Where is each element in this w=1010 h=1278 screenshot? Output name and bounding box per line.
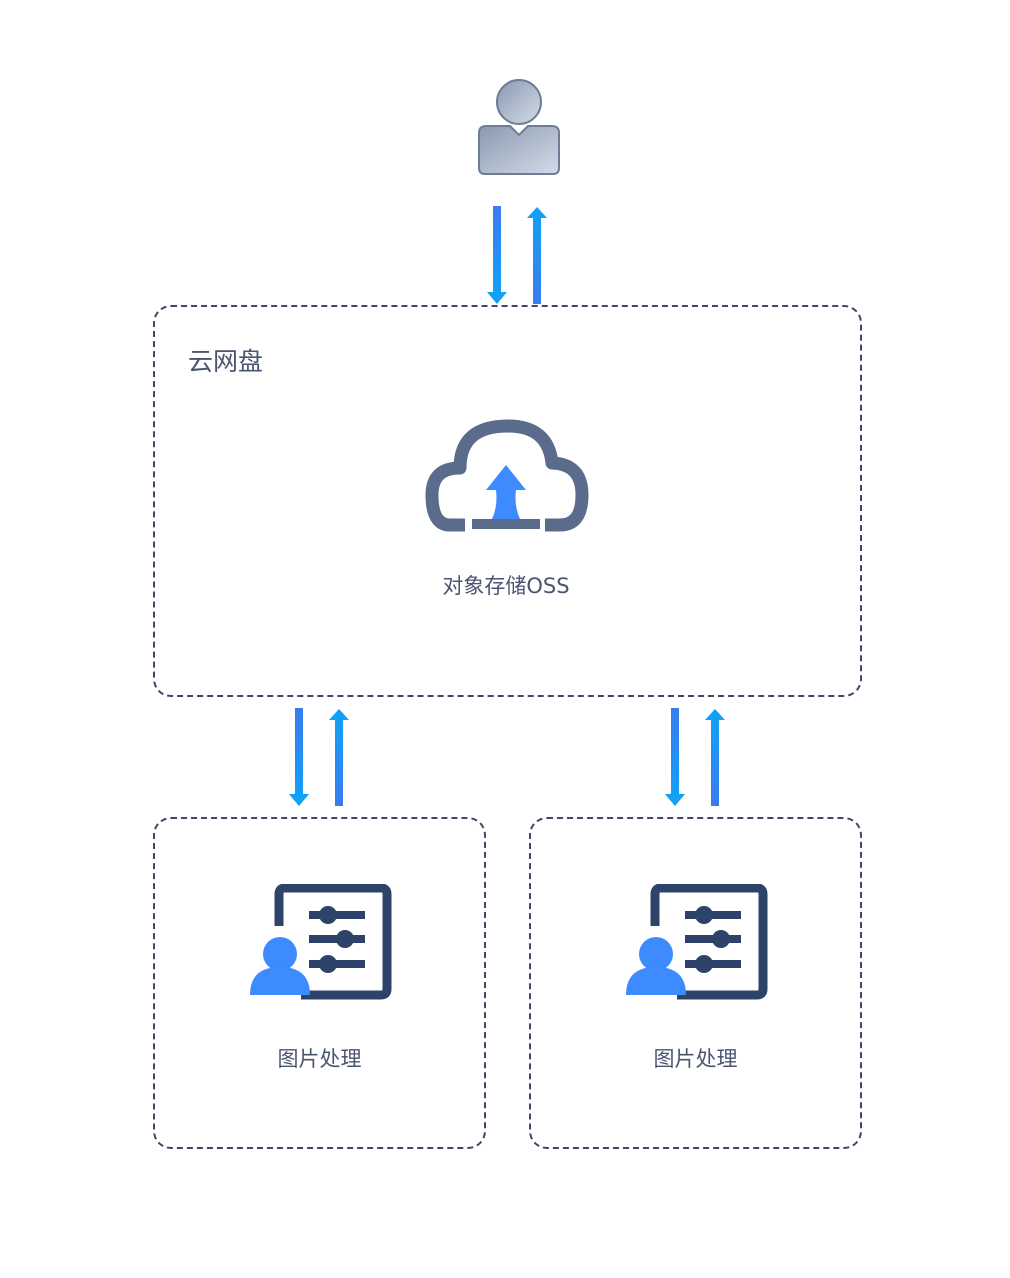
image-processing-icon	[250, 884, 392, 1000]
arrow-up-right-to-disk	[705, 709, 725, 806]
image-processing-icon	[626, 884, 768, 1000]
arrow-down-disk-to-left	[289, 708, 309, 806]
image-processing-box-left	[153, 817, 486, 1149]
oss-label: 对象存储OSS	[442, 574, 570, 598]
image-processing-label-left: 图片处理	[277, 1047, 362, 1071]
user-icon	[478, 79, 560, 175]
arrow-up-left-to-disk	[329, 709, 349, 806]
arrow-up-disk-to-user	[527, 207, 547, 304]
image-processing-box-right	[529, 817, 862, 1149]
cloud-upload-icon	[425, 419, 589, 532]
cloud-disk-title: 云网盘	[188, 347, 264, 376]
image-processing-label-right: 图片处理	[653, 1047, 738, 1071]
arrow-down-user-to-disk	[487, 206, 507, 304]
arrow-down-disk-to-right	[665, 708, 685, 806]
cloud-disk-box	[153, 305, 862, 697]
